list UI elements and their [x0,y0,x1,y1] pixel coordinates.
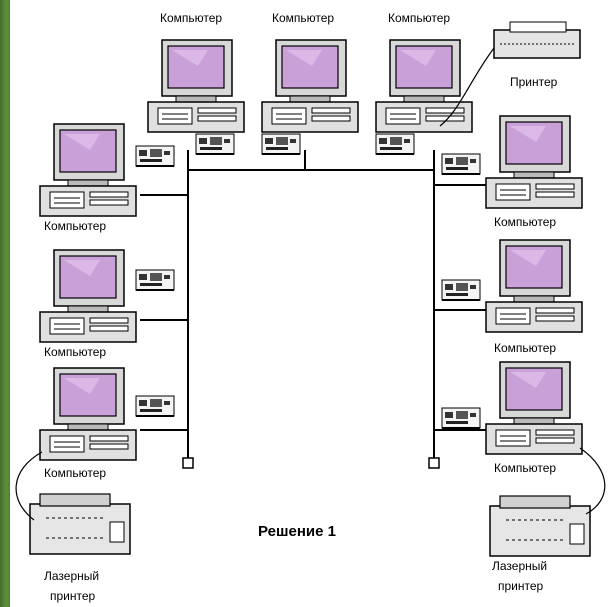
bus-terminator-right [428,457,440,469]
network-bus [140,150,486,460]
diagram-caption: Решение 1 [258,523,336,540]
computer-top-3-label: Компьютер [388,11,450,25]
computer-right-1-label: Компьютер [494,215,556,229]
computer-right-1 [485,115,583,209]
computer-left-1-label: Компьютер [44,219,106,233]
laser-printer-left-cable [15,451,43,521]
laser-printer-right-cable [579,447,606,515]
network-card-left-3 [135,395,175,417]
network-card-right-3 [441,407,481,429]
bus-terminator-left [182,457,194,469]
network-card-left-1 [135,145,175,167]
printer-cable [439,47,495,127]
computer-top-2-label: Компьютер [272,11,334,25]
laser-printer-right-label-line2: принтер [498,579,544,593]
computer-left-2-label: Компьютер [44,345,106,359]
computer-right-2-label: Компьютер [494,341,556,355]
computer-top-1 [147,39,245,133]
laser-printer-right-label-line1: Лазерный [492,559,547,573]
printer-label: Принтер [510,75,558,89]
network-card-top-1 [195,133,235,155]
computer-top-2 [261,39,359,133]
computer-left-2 [39,249,137,343]
laser-printer-left-label-line1: Лазерный [44,569,99,583]
computer-right-3 [485,361,583,455]
network-card-left-2 [135,269,175,291]
network-card-top-3 [375,133,415,155]
computer-right-3-label: Компьютер [494,461,556,475]
computer-top-3 [375,39,473,133]
printer-icon [493,21,581,59]
computer-right-2 [485,239,583,333]
computer-top-1-label: Компьютер [160,11,222,25]
computer-left-1 [39,123,137,217]
network-card-right-1 [441,153,481,175]
laser-printer-left-label-line2: принтер [50,589,96,603]
network-card-right-2 [441,279,481,301]
network-card-top-2 [261,133,301,155]
computer-left-3-label: Компьютер [44,466,106,480]
computer-left-3 [39,367,137,461]
